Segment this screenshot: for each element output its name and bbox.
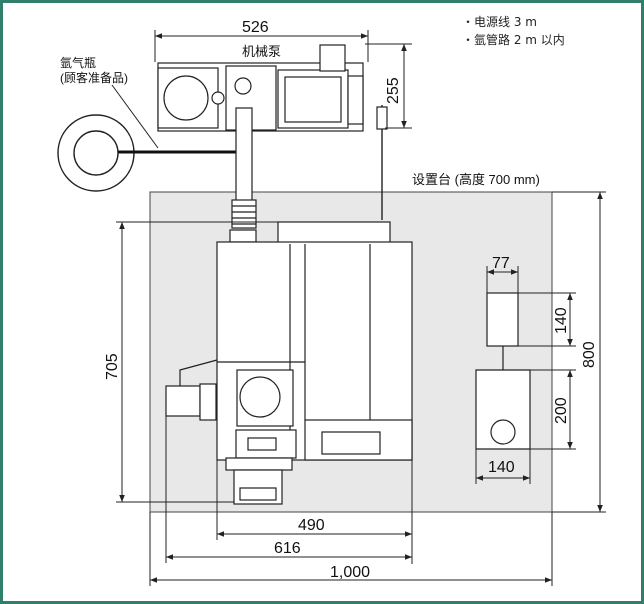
dim-pump-width: 526 — [242, 19, 269, 36]
transformer — [475, 369, 531, 450]
power-plug — [376, 106, 388, 130]
cylinder-note-label: (顾客准备品) — [60, 70, 128, 85]
dim-transformer-width: 140 — [488, 459, 515, 476]
dim-transformer-height: 200 — [553, 397, 570, 424]
side-controller — [165, 359, 218, 421]
cylinder-leader-line — [111, 84, 159, 149]
argon-line-note: ・氩管路 2 m 以内 — [462, 32, 565, 47]
dim-table-depth: 800 — [581, 341, 598, 368]
dimension-lines — [116, 30, 606, 586]
cylinder-label: 氩气瓶 — [60, 55, 96, 70]
dim-unit-depth: 705 — [104, 353, 121, 380]
dim-small-box-height: 140 — [553, 307, 570, 334]
dim-small-box-width: 77 — [492, 255, 510, 272]
power-cable-note: ・电源线 3 m — [462, 15, 537, 29]
dim-table-width: 1,000 — [330, 564, 370, 581]
dim-pump-height: 255 — [385, 77, 402, 104]
table-label: 设置台 (高度 700 mm) — [412, 172, 540, 187]
pump-label: 机械泵 — [242, 44, 281, 59]
vacuum-hose — [229, 107, 257, 243]
main-unit — [216, 221, 413, 505]
small-box — [486, 292, 519, 347]
argon-cylinder — [57, 114, 135, 192]
dim-unit-width: 490 — [298, 517, 325, 534]
dim-base-width: 616 — [274, 540, 301, 557]
